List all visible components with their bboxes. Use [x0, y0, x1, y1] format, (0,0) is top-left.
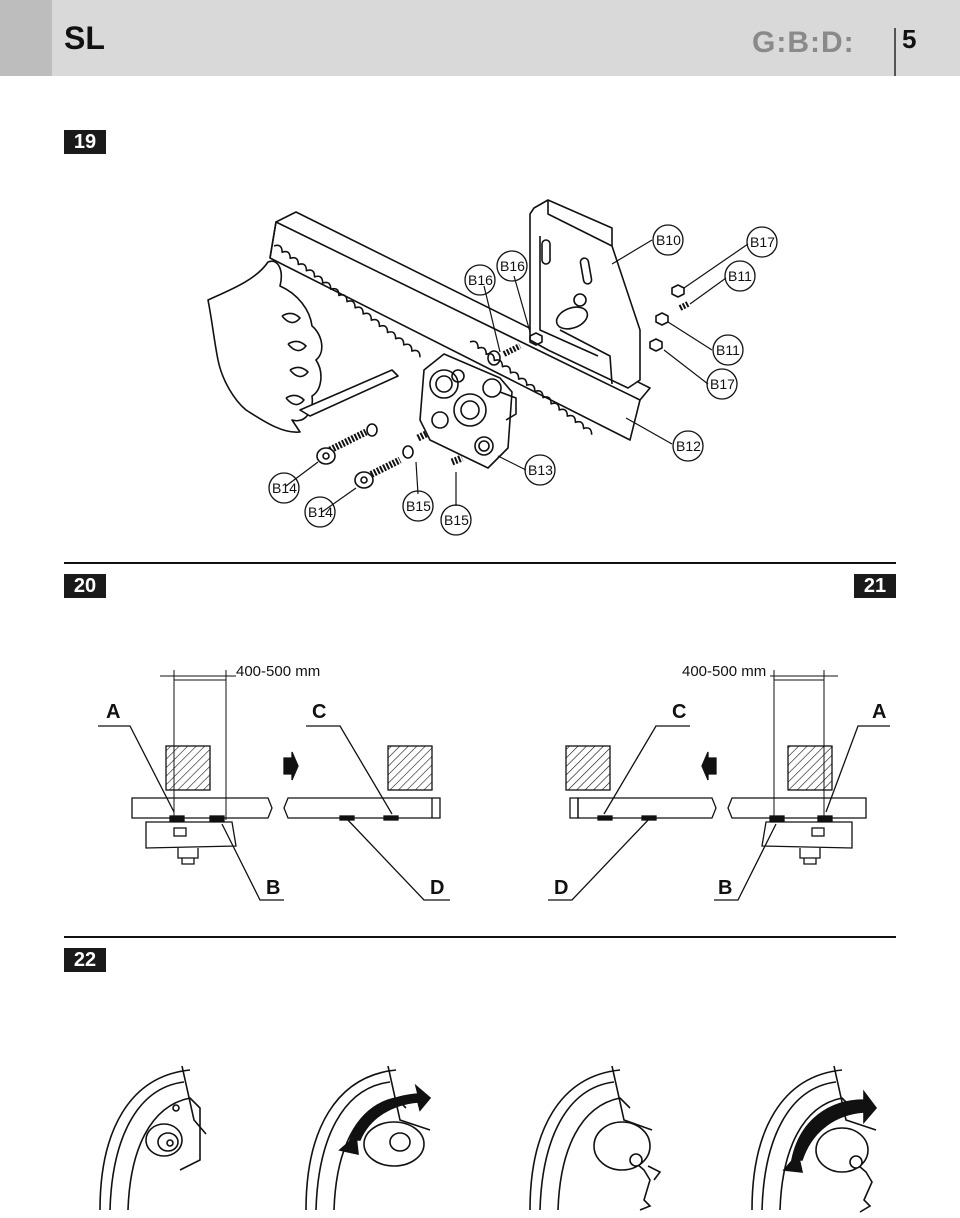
label-b11-bottom: B11 [716, 342, 740, 358]
page-number: 5 [902, 24, 917, 54]
fig21-dimension: 400-500 mm [682, 663, 766, 680]
figure-22-step-3 [529, 1065, 662, 1211]
fig20-label-b: B [266, 877, 280, 899]
allen-key [299, 369, 399, 417]
figure-21-drawing [548, 670, 890, 901]
label-b10: B10 [656, 232, 681, 248]
fig20-label-d: D [430, 877, 444, 899]
figure-20-badge: 20 [64, 574, 106, 598]
fig20-label-a: A [106, 701, 120, 723]
divider-1 [64, 562, 896, 564]
header-tab [0, 0, 52, 76]
label-b14-right: B14 [308, 504, 333, 520]
label-b11-top: B11 [728, 268, 752, 284]
label-b17-top: B17 [750, 234, 775, 250]
figure-20-labels: 400-500 mm A C B D [106, 663, 444, 899]
fig20-label-c: C [312, 701, 326, 723]
brand-logo: G:B:D: [752, 26, 855, 59]
figure-19-drawing [207, 199, 778, 536]
label-b15-right: B15 [444, 512, 469, 528]
figure-22-step-4 [751, 1065, 878, 1213]
figure-20-drawing [98, 670, 450, 901]
hand [207, 260, 323, 433]
label-b12: B12 [676, 438, 701, 454]
fig21-label-b: B [718, 877, 732, 899]
label-b14-left: B14 [272, 480, 297, 496]
fig20-dimension: 400-500 mm [236, 663, 320, 680]
fig21-label-d: D [554, 877, 568, 899]
divider-2 [64, 936, 896, 938]
label-b16-left: B16 [468, 272, 493, 288]
header-divider [894, 28, 896, 76]
label-b15-left: B15 [406, 498, 431, 514]
figure-19-badge: 19 [64, 130, 106, 154]
figure-22-step-1 [99, 1065, 207, 1211]
fig21-label-a: A [872, 701, 886, 723]
label-b17-bottom: B17 [710, 376, 735, 392]
label-b13: B13 [528, 462, 553, 478]
figure-22-step-2 [305, 1065, 432, 1211]
leader-lines [285, 239, 749, 513]
figure-19-labels: B10 B17 B11 B16 B16 B11 B17 B12 B13 B14 … [272, 232, 775, 528]
bracket [529, 199, 641, 389]
figure-21-badge: 21 [854, 574, 896, 598]
part-label-circles [268, 224, 778, 536]
gear-rack [269, 211, 651, 441]
screws [316, 284, 690, 489]
label-b16-right: B16 [500, 258, 525, 274]
fig21-label-c: C [672, 701, 686, 723]
figure-22-badge: 22 [64, 948, 106, 972]
page-header: SL G:B:D: 5 [0, 0, 960, 76]
pinion-plate [419, 353, 517, 469]
figure-21-labels: 400-500 mm A C B D [554, 663, 886, 899]
model-name: SL [64, 20, 105, 56]
